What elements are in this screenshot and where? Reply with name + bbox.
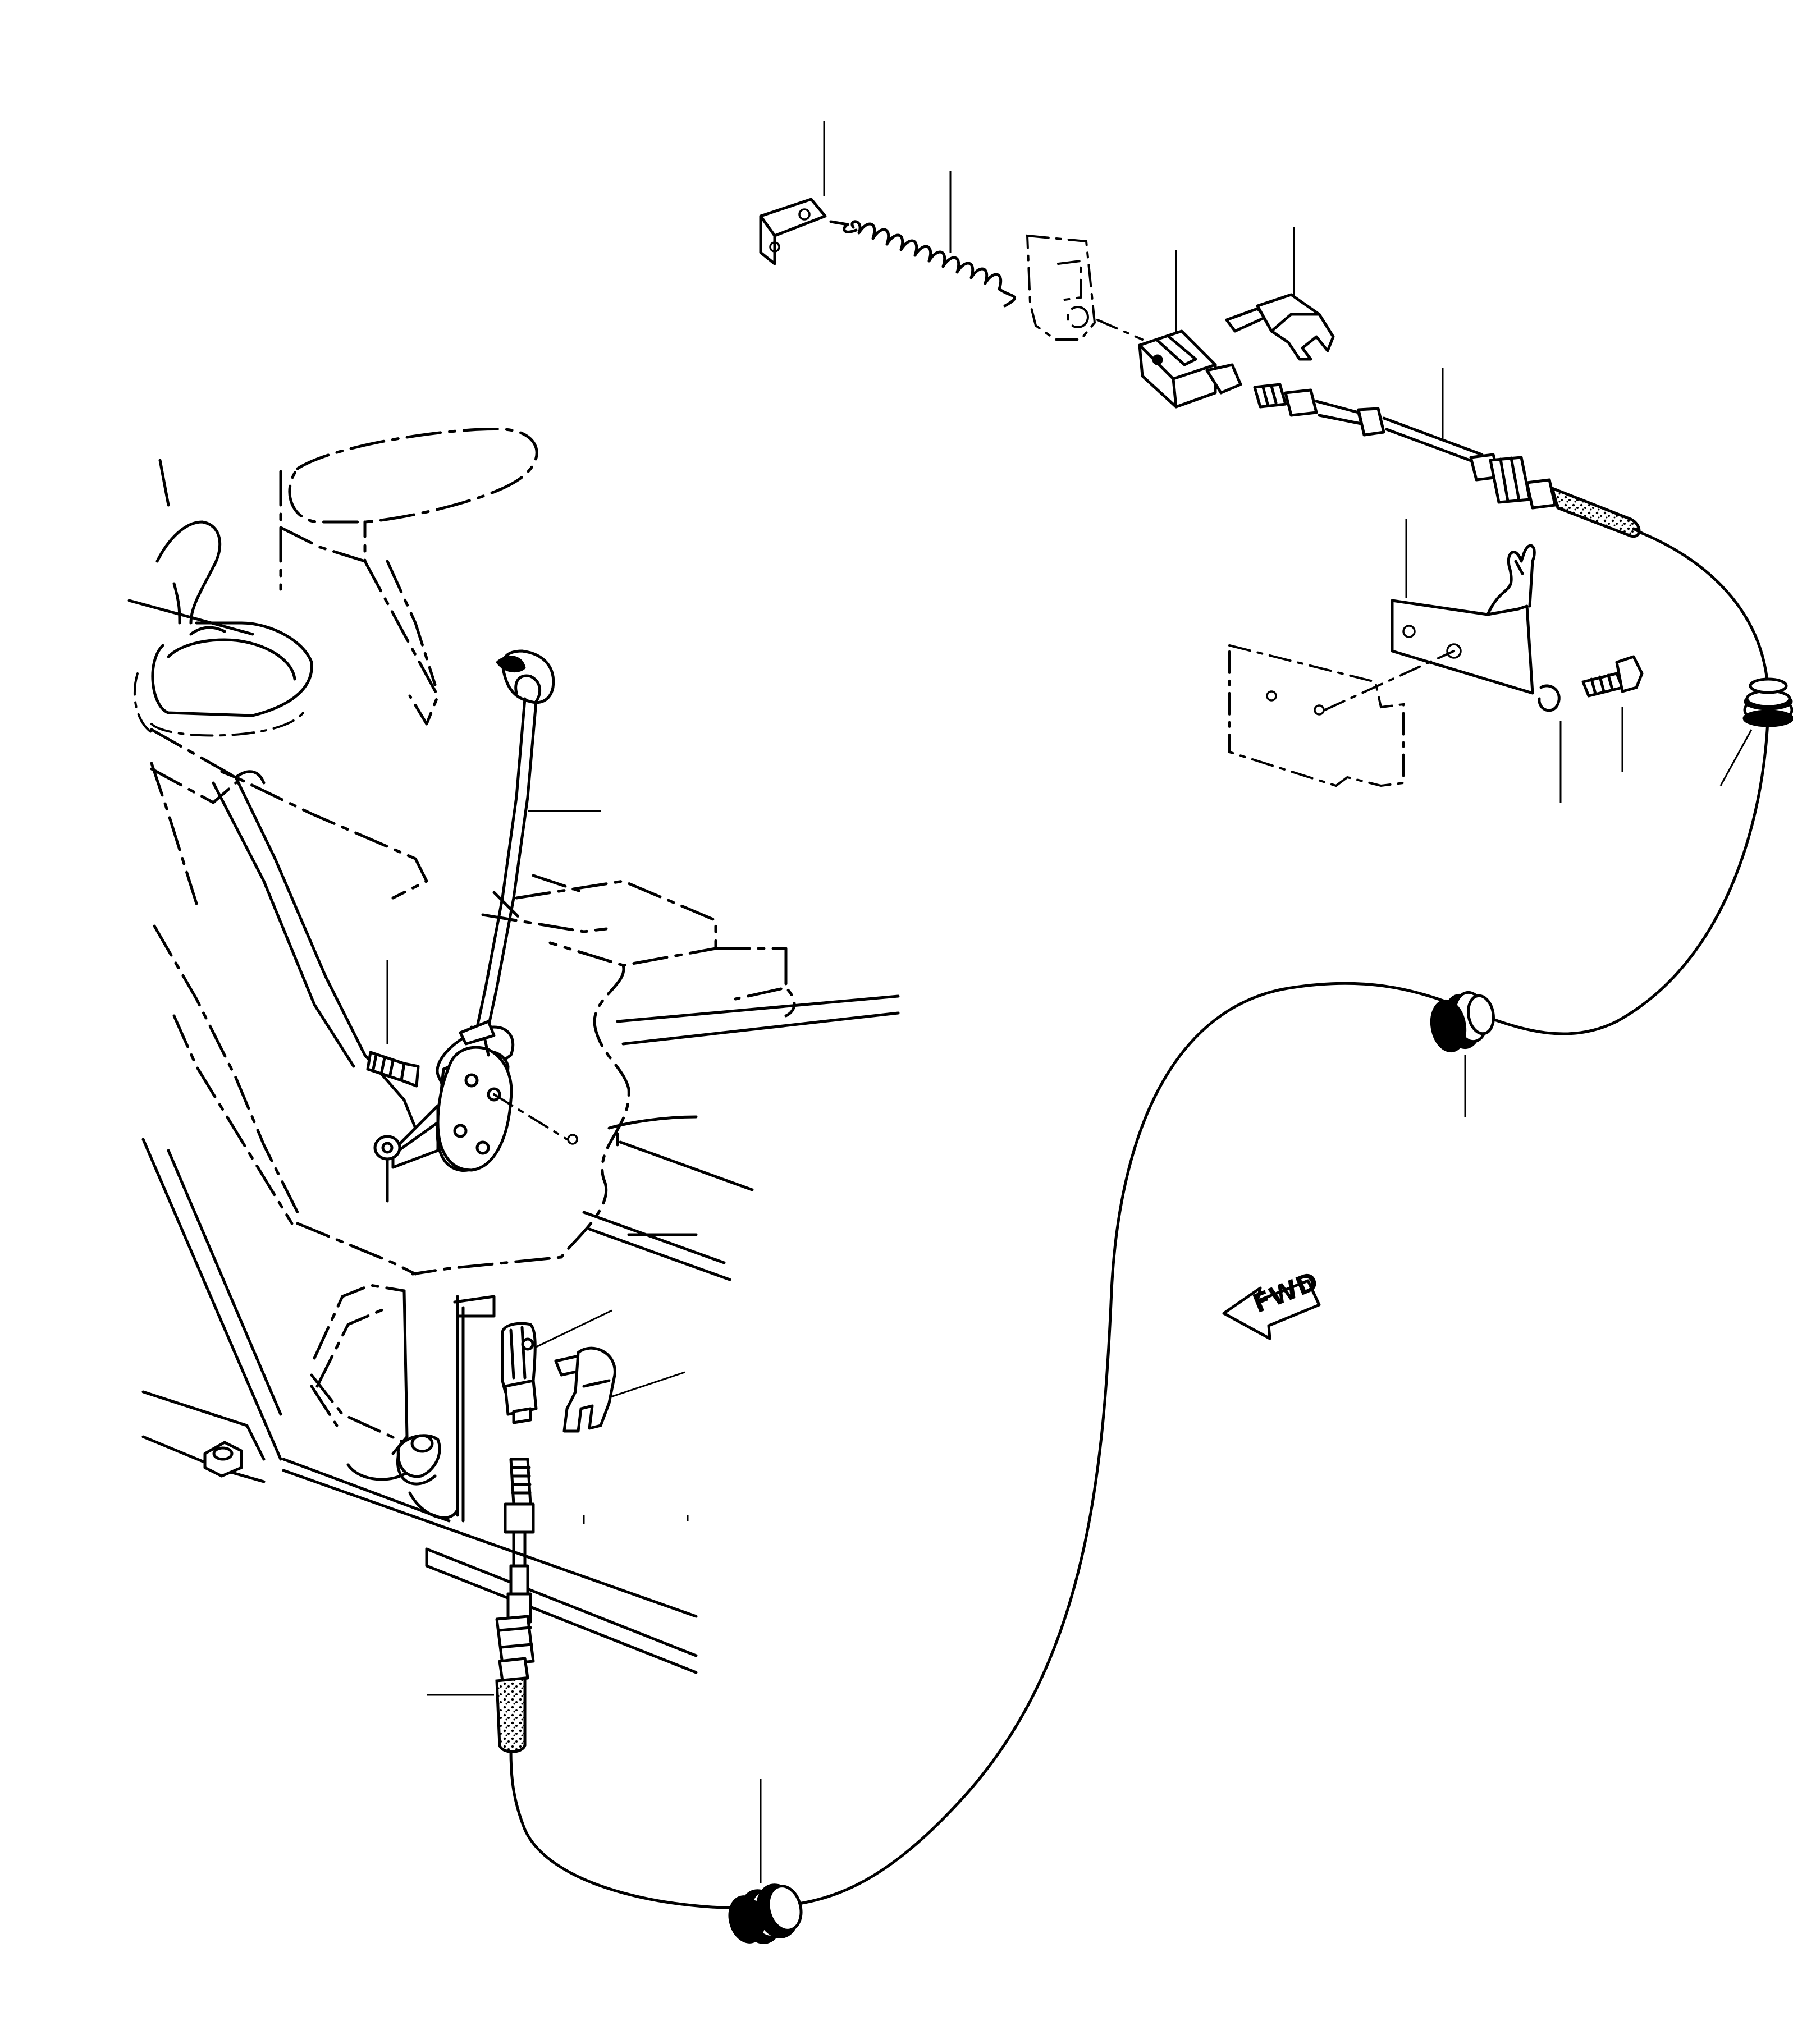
pedal-lever-ghost	[1026, 234, 1144, 341]
return-spring	[829, 220, 1016, 308]
frame-bolt	[203, 1441, 243, 1478]
control-lever	[475, 649, 555, 1029]
seat-ghost	[279, 428, 538, 726]
cable-upper-end-fitting	[1253, 383, 1486, 468]
leader-line	[536, 1309, 612, 1348]
mounting-posts	[310, 1284, 496, 1523]
leader-line	[609, 1371, 685, 1399]
forward-direction-arrow: FWD	[1222, 1266, 1323, 1340]
left-arrow-icon	[1222, 1279, 1321, 1340]
console-ghost	[411, 874, 796, 1276]
bracket-bolt	[1581, 655, 1644, 698]
grommet-lower	[728, 1883, 803, 1944]
cable-upper-adjuster	[1469, 453, 1644, 538]
lower-grommet-left	[396, 1434, 441, 1486]
fuel-tank-ghost	[150, 728, 428, 1276]
steering-column-boot	[133, 459, 313, 737]
grommet-middle	[1430, 991, 1495, 1053]
lever-pivot-bracket	[391, 1020, 515, 1172]
leader-line	[1719, 729, 1753, 786]
clevis-pin-clip-lower	[554, 1346, 616, 1433]
cable-lower-end-fitting	[495, 1458, 535, 1753]
control-cable	[746, 531, 1770, 1910]
lock-washer	[1538, 684, 1561, 712]
pivot-bolt-left	[366, 1051, 420, 1088]
cable-clevis-lower	[501, 1322, 538, 1424]
cable-mounting-bracket	[1391, 544, 1536, 695]
frame-section-ghost	[1228, 644, 1455, 787]
pivot-nut-left	[373, 1093, 578, 1203]
control-cable-lower	[509, 1750, 747, 1910]
upper-spring-bracket	[759, 198, 827, 265]
grommet-upper-right	[1742, 677, 1793, 727]
cable-clevis-upper	[1138, 329, 1242, 409]
clevis-pin-clip-upper	[1225, 293, 1335, 361]
